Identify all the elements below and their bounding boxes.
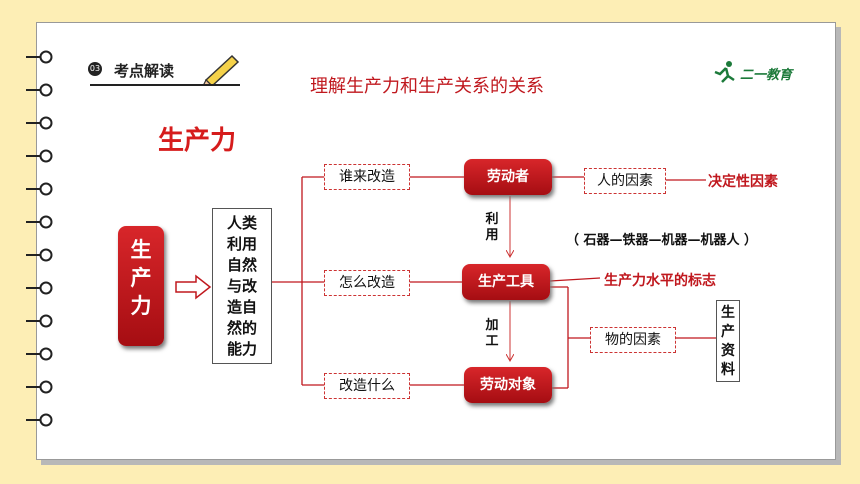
factor-human: 人的因素	[584, 168, 666, 194]
link-use: 利 用	[484, 212, 500, 244]
link-char: 工	[485, 334, 499, 349]
means-of-production-box: 生 产 资 料	[716, 300, 740, 382]
ability-line: 利用	[226, 235, 257, 253]
ability-box: 人类 利用 自然 与改 造自 然的 能力	[212, 208, 272, 364]
ability-line: 自然	[226, 256, 257, 274]
ring-icon	[26, 83, 53, 97]
ability-line: 造自	[226, 298, 257, 316]
ring-icon	[26, 248, 53, 262]
logo-text: 二一教育	[740, 68, 793, 83]
ability-line: 与改	[226, 277, 257, 295]
page-title: 理解生产力和生产关系的关系	[310, 76, 544, 97]
ring-icon	[26, 380, 53, 394]
productivity-box: 生 产 力	[118, 226, 164, 346]
ring-icon	[26, 182, 53, 196]
link-process: 加 工	[484, 318, 500, 350]
ring-icon	[26, 281, 53, 295]
ability-line: 然的	[226, 319, 257, 337]
node-worker: 劳动者	[464, 159, 552, 195]
ability-line: 人类	[226, 214, 257, 232]
link-char: 加	[485, 318, 499, 333]
link-char: 利	[485, 212, 499, 227]
link-char: 用	[485, 228, 499, 243]
ring-icon	[26, 215, 53, 229]
means-char: 产	[721, 324, 735, 340]
node-object: 劳动对象	[464, 367, 552, 403]
means-char: 资	[721, 343, 735, 359]
runner-logo-icon	[714, 61, 735, 83]
question-who: 谁来改造	[324, 164, 410, 190]
ring-icon	[26, 413, 53, 427]
ring-icon	[26, 347, 53, 361]
header-underline	[90, 84, 240, 86]
char: 生	[130, 238, 152, 262]
notebook-page	[36, 22, 836, 460]
question-what: 改造什么	[324, 373, 410, 399]
means-char: 生	[721, 305, 735, 321]
note-decisive: 决定性因素	[708, 174, 778, 190]
char: 产	[130, 266, 152, 290]
question-how: 怎么改造	[324, 270, 410, 296]
ring-icon	[26, 314, 53, 328]
section-title: 生产力	[158, 126, 237, 156]
header-label: 考点解读	[114, 62, 175, 80]
node-tool: 生产工具	[462, 264, 550, 300]
means-char: 料	[721, 362, 735, 378]
note-level-mark: 生产力水平的标志	[604, 273, 716, 289]
ability-line: 能力	[226, 340, 257, 358]
section-number-badge: 03	[88, 62, 102, 76]
ring-icon	[26, 116, 53, 130]
note-tools-chain: （ 石器—铁器—机器—机器人 ）	[566, 233, 758, 248]
factor-material: 物的因素	[590, 327, 676, 353]
char: 力	[130, 294, 152, 318]
ring-icon	[26, 50, 53, 64]
ring-icon	[26, 149, 53, 163]
